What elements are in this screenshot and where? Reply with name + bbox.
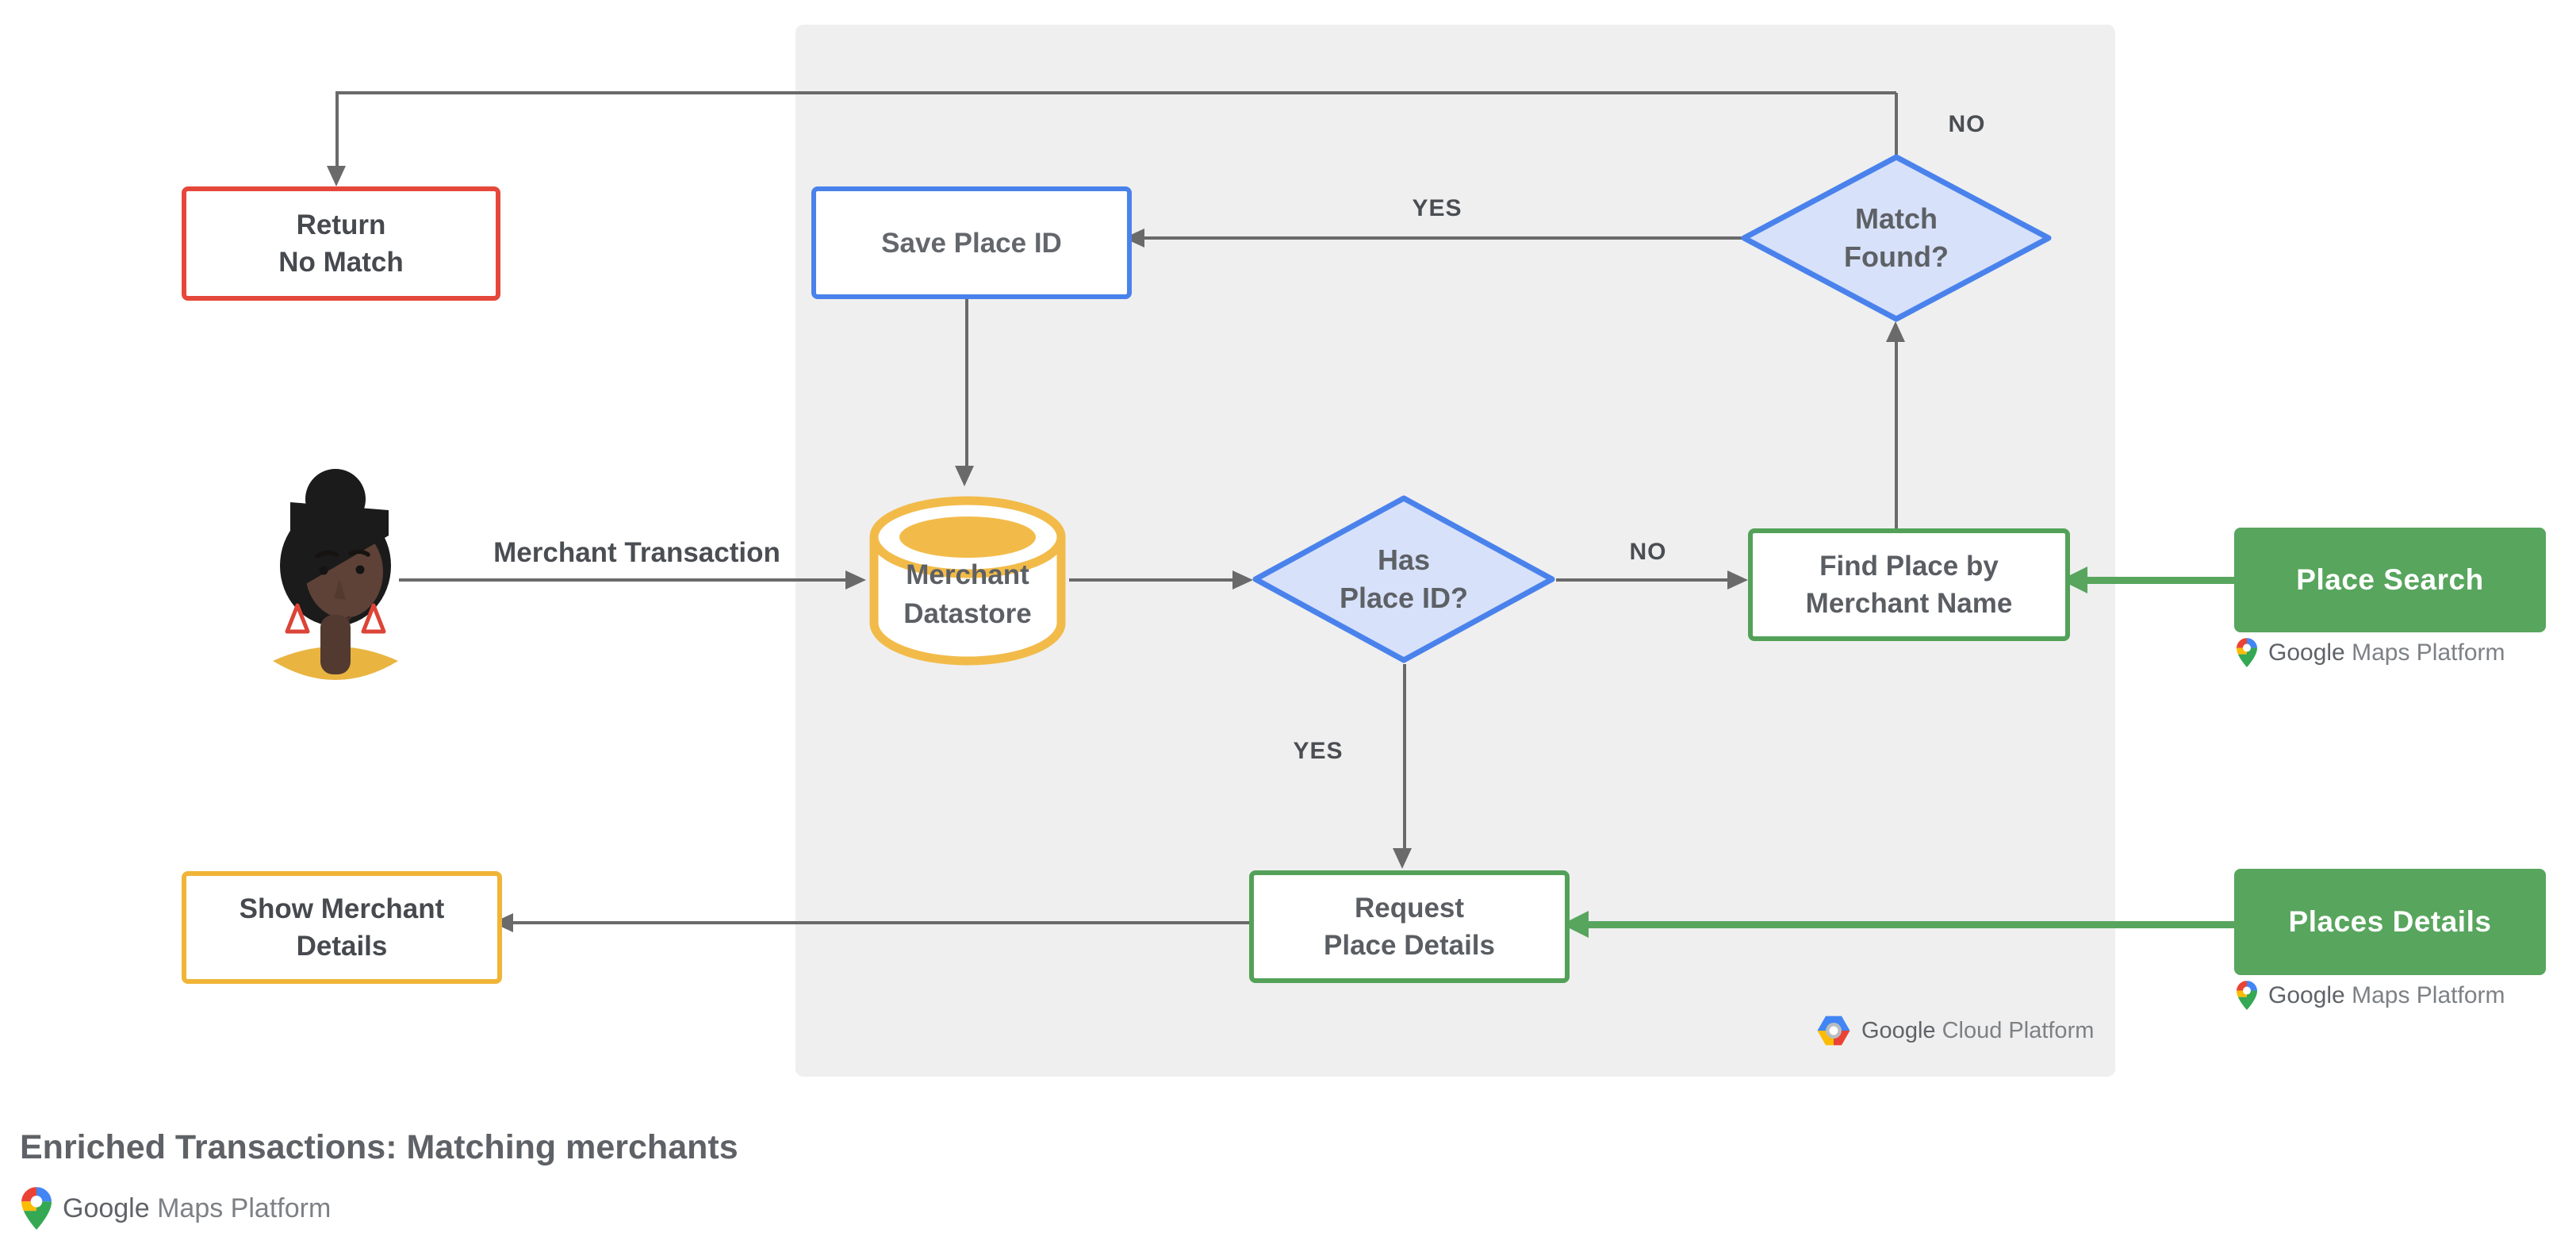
google-cloud-platform-logo: Google Cloud Platform bbox=[1817, 1016, 2094, 1046]
merchant-user-avatar bbox=[268, 464, 403, 694]
label-no-has-place-id: NO bbox=[1629, 539, 1667, 565]
arrowhead-into-datastore bbox=[955, 466, 974, 486]
edge-findplace-to-match bbox=[1895, 342, 1898, 528]
google-maps-platform-logo: Google Maps Platform bbox=[2237, 638, 2505, 667]
arrowhead-into-hasplaceid bbox=[1232, 570, 1253, 590]
edge-datastore-to-hasplaceid bbox=[1069, 578, 1232, 582]
arrowhead-into-match bbox=[1886, 321, 1905, 342]
edge-yes-to-save bbox=[1144, 236, 1743, 240]
edge-request-to-show bbox=[513, 921, 1249, 924]
edge-no-to-findplace bbox=[1556, 578, 1727, 582]
edge-no-vertical-from-match bbox=[1895, 93, 1898, 156]
google-maps-platform-logo: Google Maps Platform bbox=[21, 1187, 331, 1230]
edge-user-to-datastore bbox=[399, 578, 845, 582]
edge-save-to-datastore bbox=[965, 290, 968, 466]
label-no-match-found: NO bbox=[1948, 111, 1986, 137]
google-maps-platform-logo: Google Maps Platform bbox=[2237, 981, 2505, 1010]
node-request-place-details: Request Place Details bbox=[1249, 870, 1570, 983]
arrowhead-into-return bbox=[327, 166, 346, 186]
edge-no-vertical-to-return bbox=[335, 91, 339, 166]
google-maps-pin-icon bbox=[2237, 638, 2257, 667]
google-maps-pin-icon bbox=[21, 1187, 52, 1230]
label-yes-has-place-id: YES bbox=[1293, 738, 1344, 764]
node-show-merchant-details: Show Merchant Details bbox=[182, 871, 502, 984]
node-merchant-datastore bbox=[866, 488, 1069, 673]
label-yes-match-found: YES bbox=[1412, 195, 1462, 221]
google-cloud-hexagon-icon bbox=[1817, 1016, 1850, 1046]
api-places-details: Places Details bbox=[2234, 869, 2546, 975]
node-find-place-by-merchant-name: Find Place by Merchant Name bbox=[1748, 528, 2070, 641]
node-has-place-id: Has Place ID? bbox=[1252, 494, 1556, 664]
edge-yes-to-request bbox=[1403, 664, 1406, 848]
datastore-label: Merchant Datastore bbox=[903, 559, 1032, 629]
edge-placesearch-to-findplace bbox=[2087, 577, 2234, 584]
arrowhead-into-request-top bbox=[1393, 848, 1412, 869]
node-save-place-id: Save Place ID bbox=[811, 186, 1132, 299]
person-icon bbox=[273, 469, 398, 680]
google-maps-pin-icon bbox=[2237, 981, 2257, 1010]
arrowhead-into-datastore-left bbox=[845, 570, 866, 590]
diamond-shape bbox=[1741, 154, 2052, 322]
label-merchant-transaction: Merchant Transaction bbox=[493, 537, 780, 568]
api-place-search: Place Search bbox=[2234, 528, 2546, 632]
edge-placesdetails-to-request bbox=[1589, 921, 2234, 928]
datastore-cylinder-icon bbox=[869, 496, 1066, 666]
arrowhead-into-findplace bbox=[1727, 570, 1748, 590]
diagram-title: Enriched Transactions: Matching merchant… bbox=[20, 1128, 738, 1166]
node-match-found: Match Found? bbox=[1740, 153, 2053, 323]
edge-no-horizontal-top bbox=[337, 91, 1896, 94]
diamond-shape bbox=[1252, 495, 1555, 663]
node-return-no-match: Return No Match bbox=[182, 186, 500, 301]
